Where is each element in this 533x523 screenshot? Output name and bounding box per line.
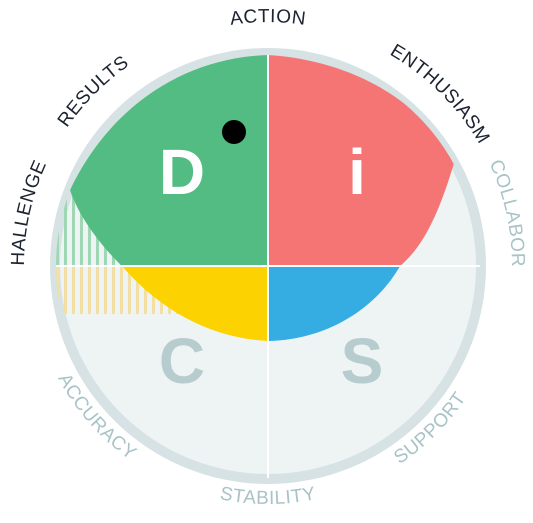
letter-d: D bbox=[159, 136, 205, 208]
letter-c: C bbox=[159, 325, 205, 397]
letter-i: i bbox=[348, 136, 366, 208]
letter-s: S bbox=[341, 325, 384, 397]
label-stability: STABILITY bbox=[218, 483, 317, 509]
label-action: ACTION bbox=[229, 6, 307, 30]
position-dot bbox=[222, 120, 246, 144]
label-challenge: CHALLENGE bbox=[0, 0, 51, 266]
quadrant-s-fill bbox=[268, 266, 400, 341]
quadrant-d-fill bbox=[70, 55, 268, 266]
quadrant-i-fill bbox=[268, 55, 455, 266]
quadrant-c-fill bbox=[122, 266, 268, 341]
